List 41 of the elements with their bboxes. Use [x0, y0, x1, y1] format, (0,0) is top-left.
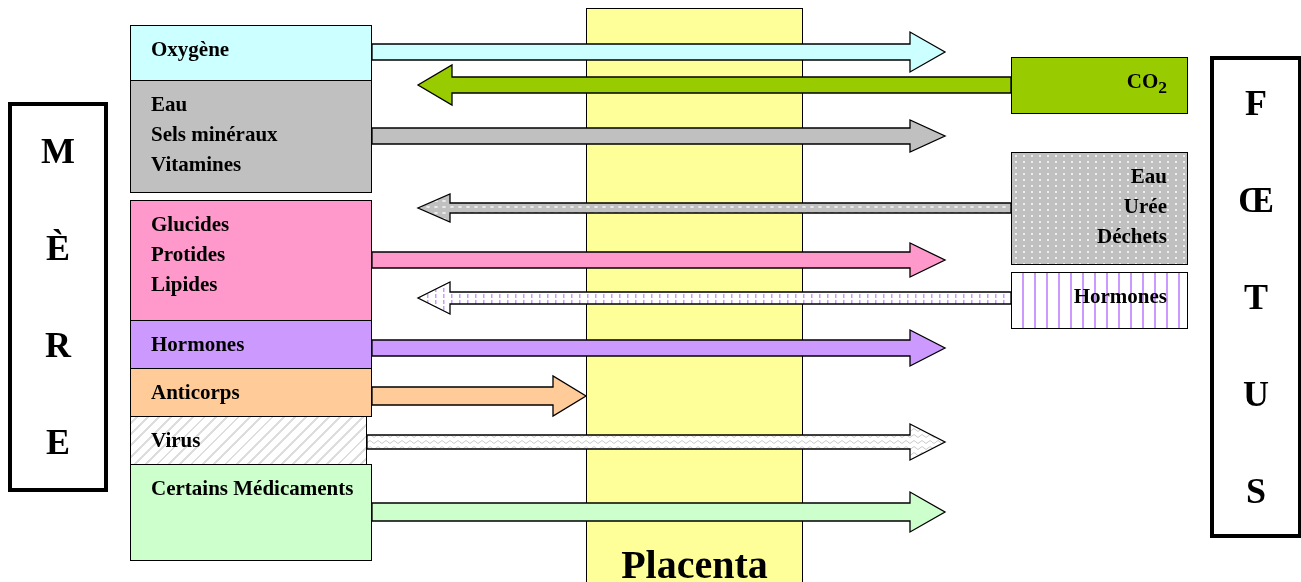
waste-box [1011, 272, 1188, 329]
nutrient-box [130, 464, 372, 561]
item-label: Hormones [1073, 283, 1167, 310]
item-label: Déchets [1097, 223, 1167, 250]
block-arrow [416, 63, 1012, 107]
item-label: Sels minéraux [151, 121, 278, 148]
item-label: Oxygène [151, 36, 230, 63]
nutrient-box [130, 200, 372, 321]
item-label: Anticorps [151, 379, 240, 406]
item-label: Urée [1123, 193, 1167, 220]
item-label: Lipides [151, 271, 218, 298]
item-label: Glucides [151, 211, 230, 238]
vertical-title: FŒTUS [1238, 81, 1274, 513]
item-label: Eau [1130, 163, 1167, 190]
block-arrow [371, 30, 947, 74]
waste-box [1011, 152, 1188, 265]
block-arrow [371, 328, 947, 368]
block-arrow [371, 241, 947, 279]
item-label: CO$_{2}$ [1126, 68, 1167, 100]
vertical-title: MÈRE [40, 130, 76, 464]
nutrient-box [130, 368, 372, 417]
block-arrow [371, 119, 947, 153]
nutrient-box [130, 80, 372, 193]
block-arrow [366, 422, 947, 462]
side-panel [8, 102, 108, 492]
waste-box [1011, 57, 1188, 114]
block-arrow [416, 280, 1012, 316]
item-label: Vitamines [151, 151, 242, 178]
item-label: Certains Médicaments [151, 475, 354, 502]
side-panel [1210, 56, 1301, 538]
item-label: Protides [151, 241, 226, 268]
band-label: Placenta [621, 541, 768, 582]
item-label: Virus [151, 427, 201, 454]
item-label: Hormones [151, 331, 245, 358]
nutrient-box [130, 416, 367, 465]
nutrient-box [130, 320, 372, 369]
block-arrow [416, 193, 1012, 223]
block-arrow [371, 490, 947, 534]
item-label: Eau [151, 91, 188, 118]
block-arrow [371, 374, 588, 418]
nutrient-box [130, 25, 372, 81]
